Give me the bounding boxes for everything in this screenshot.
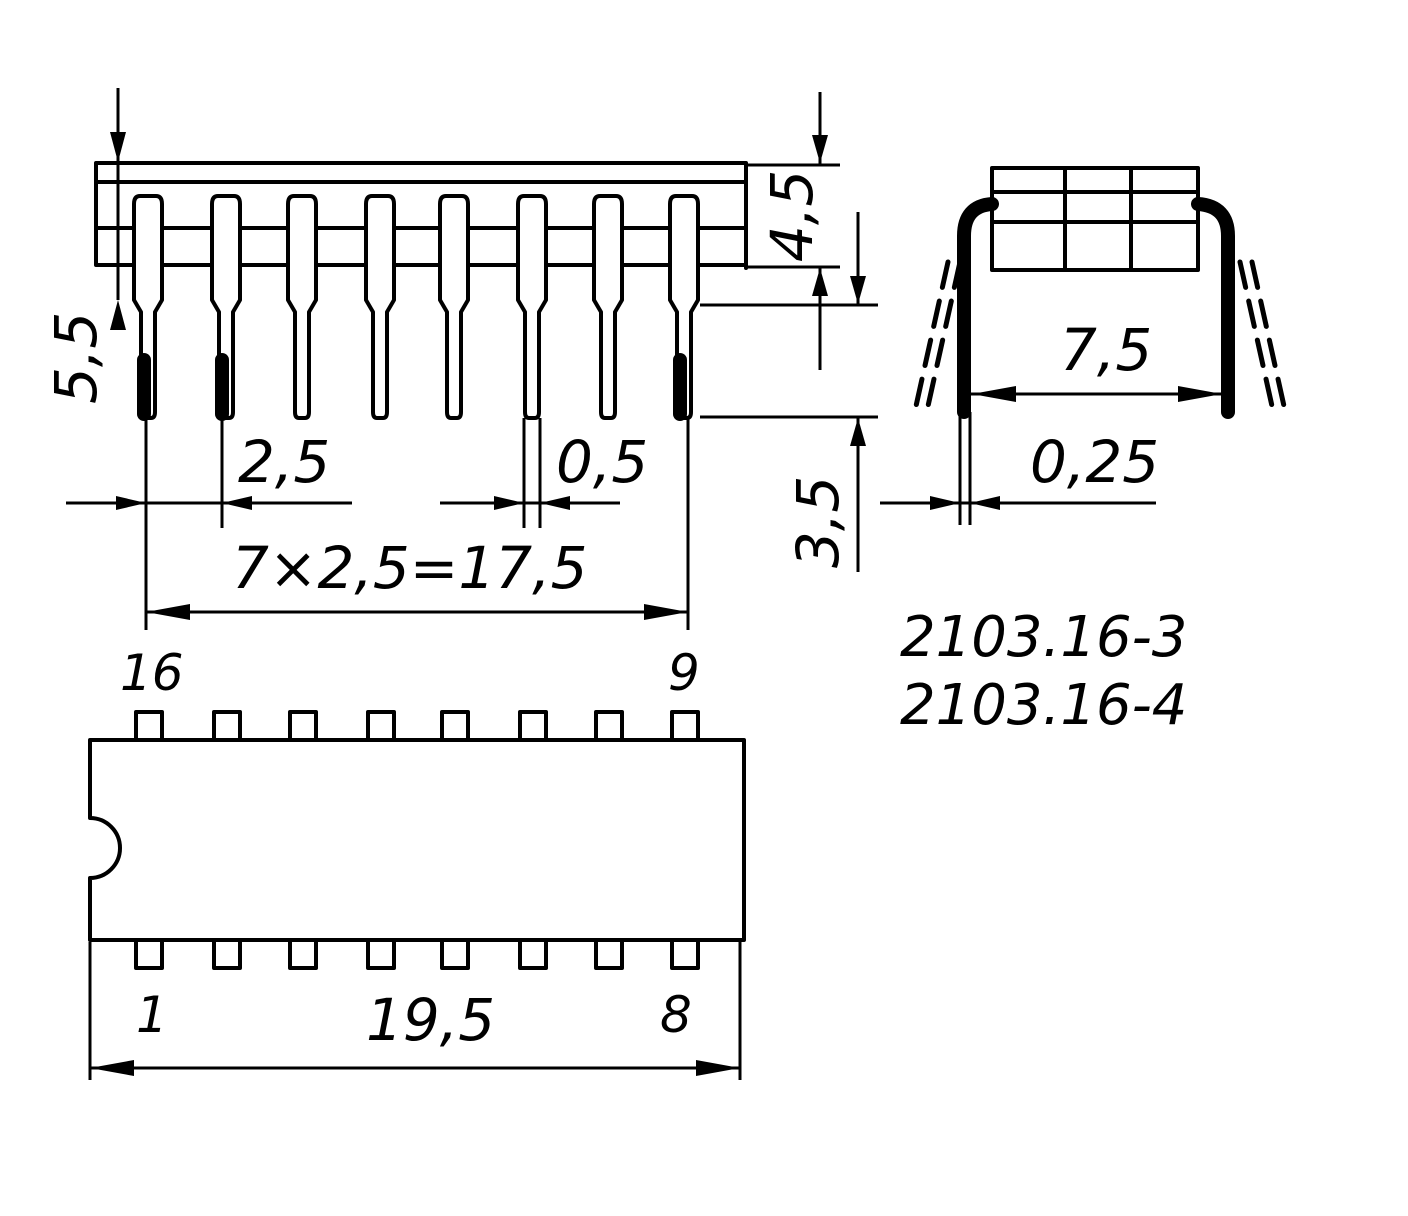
dim-pitch-total: 7×2,5=17,5 [232,534,587,602]
front-lead [516,194,548,420]
package-codes: 2103.16-3 2103.16-4 [900,605,1187,738]
pin-pad [670,710,700,742]
pin-pad [518,710,548,742]
top-view-pins [134,710,700,742]
dim-lead-lower: 3,5 [784,476,852,568]
package-code-2: 2103.16-4 [900,673,1187,738]
dim-lead-thickness: 0,25 [1030,428,1159,496]
front-lead [592,194,624,420]
pin-label-8: 8 [660,986,692,1044]
dim-body-length: 19,5 [366,986,495,1054]
front-lead [438,194,470,420]
end-view-lead-left [957,197,999,419]
pin-label-9: 9 [668,644,700,702]
pin-pad [440,710,470,742]
front-view-leads [132,194,700,421]
end-view-lead-right [1191,197,1235,419]
pin-pad [366,710,396,742]
end-view: 7,5 0,25 [880,166,1287,525]
pin-pad [134,938,164,970]
pin-pad [518,938,548,970]
end-view-body [990,166,1200,272]
top-view-body [88,738,746,942]
pin-pad [594,938,624,970]
pin-pad [366,938,396,970]
top-view: 16 9 1 8 19,5 [88,644,746,1080]
pin-pad [288,710,318,742]
pin-label-1: 1 [136,986,168,1044]
dim-row-spacing: 7,5 [1060,316,1152,384]
pin-pad [288,938,318,970]
pin-pad [594,710,624,742]
pin-pad [670,938,700,970]
front-view: 2,5 0,5 7×2,5=17,5 4,5 5,5 3,5 [42,88,878,630]
front-lead [286,194,318,420]
front-view-body [94,161,748,267]
bottom-view-pins [134,938,700,970]
dim-lead-width: 0,5 [556,428,648,496]
front-lead [364,194,396,420]
pin-pad [212,938,242,970]
package-code-1: 2103.16-3 [900,605,1187,670]
dim-pitch: 2,5 [238,428,330,496]
pin-pad [212,710,242,742]
pin-pad [440,938,470,970]
dim-lead-upper: 5,5 [42,312,110,404]
dim-body-height: 4,5 [758,170,826,262]
pin-pad [134,710,164,742]
pin-label-16: 16 [120,644,184,702]
